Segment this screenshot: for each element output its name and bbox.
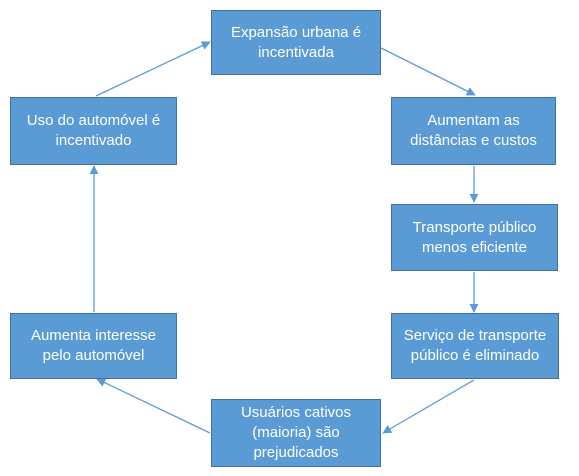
arrow-expansao-to-distancias [380,47,476,96]
node-uso-automovel: Uso do automóvel é incentivado [10,97,177,165]
node-label: Serviço de transporte público é eliminad… [403,327,547,364]
arrow-uso-to-expansao [95,41,211,97]
node-servico-eliminado: Serviço de transporte público é eliminad… [391,313,559,379]
node-aumentam-distancias: Aumentam as distâncias e custos [391,97,556,165]
node-expansao-urbana: Expansão urbana é incentivada [211,10,381,75]
node-label: Aumentam as distâncias e custos [410,112,537,149]
arrow-servico-to-usuarios [382,379,475,434]
node-label: Usuários cativos (maioria) são prejudica… [240,404,352,461]
node-label: Expansão urbana é incentivada [230,23,362,61]
node-label: Transporte público menos eficiente [412,218,537,256]
node-label: Uso do automóvel é incentivado [26,112,161,149]
node-usuarios-cativos: Usuários cativos (maioria) são prejudica… [211,399,381,467]
node-label: Aumenta interesse pelo automóvel [30,327,157,364]
node-transporte-publico: Transporte público menos eficiente [391,204,558,271]
arrow-usuarios-to-interesse [96,378,211,434]
node-aumenta-interesse: Aumenta interesse pelo automóvel [10,313,177,379]
